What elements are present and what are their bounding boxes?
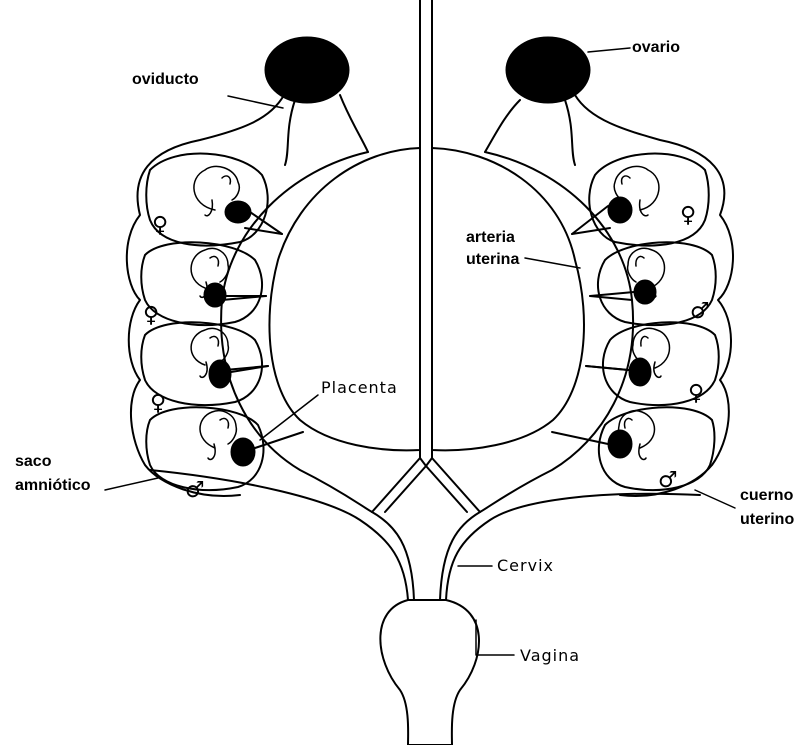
vagina-shape [380,600,479,745]
left-ovary [265,37,349,103]
right-sex-symbol-1: ♀ [680,203,696,228]
right-sex-symbols: ♀ ♂ ♀ ♂ [658,203,710,493]
right-sex-symbol-3: ♀ [688,381,704,406]
label-oviducto: oviducto [132,71,199,88]
labels: oviducto ovario arteria uterina Placenta… [15,39,794,665]
right-sex-symbol-2: ♂ [690,299,710,324]
label-cervix: Cervix [497,556,554,575]
label-cuerno: cuerno [740,487,794,504]
label-uterino: uterino [740,511,794,528]
label-vagina: Vagina [520,646,580,665]
left-sex-symbol-3: ♀ [150,391,166,416]
right-ovary [506,37,590,103]
label-amniotico: amniótico [15,477,91,494]
left-sex-symbol-4: ♂ [185,478,205,503]
label-uterina: uterina [466,251,519,268]
right-embryos [552,166,670,459]
cervix-canal [150,470,700,600]
label-ovario: ovario [632,39,680,56]
label-placenta: Placenta [321,378,398,397]
left-sex-symbol-1: ♀ [152,213,168,238]
left-sex-symbol-2: ♀ [143,303,159,328]
left-oviduct [340,95,368,152]
right-uterine-chamber [432,148,584,450]
left-uterine-chamber [269,148,420,450]
label-saco: saco [15,453,52,470]
right-oviduct [485,100,520,152]
right-sex-symbol-4: ♂ [658,468,678,493]
label-arteria: arteria [466,229,515,246]
